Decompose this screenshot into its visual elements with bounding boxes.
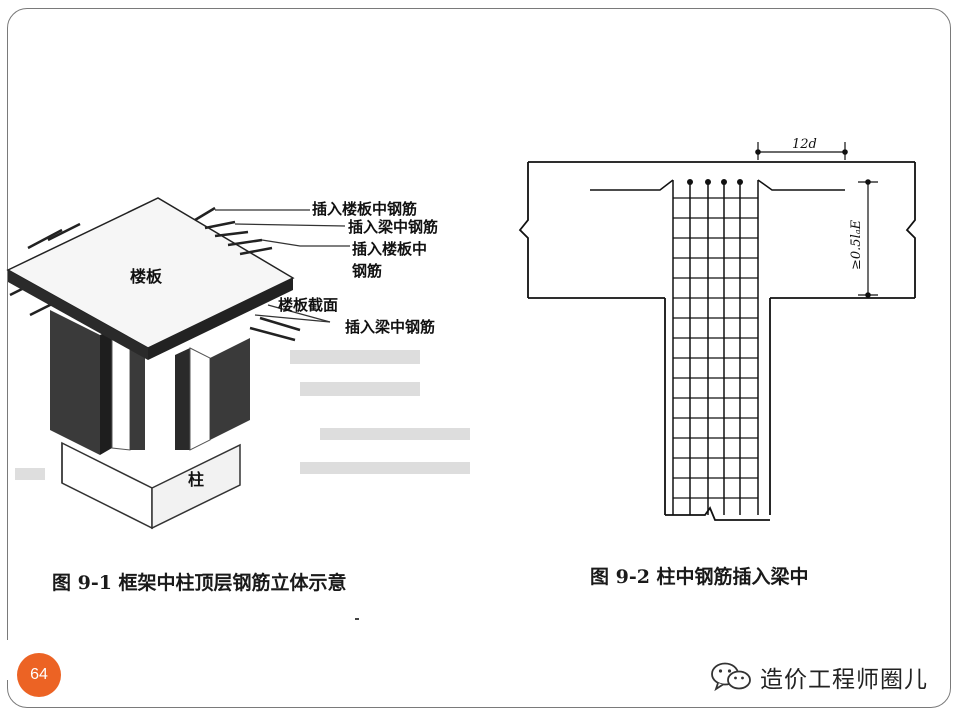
stirrups <box>673 197 758 499</box>
beam-right <box>175 338 250 451</box>
figure-9-1-diagram: 楼板 柱 插入楼板中钢筋 插入梁中钢筋 插入楼板中 钢筋 楼板截面 插入梁中钢筋 <box>6 197 470 530</box>
rebar-dots <box>687 179 743 185</box>
label-insert-slab-rebar-2b: 钢筋 <box>352 262 382 280</box>
dot-mark <box>355 618 359 620</box>
page-number-badge: 64 <box>17 653 61 697</box>
beam-outline <box>518 161 916 521</box>
wechat-icon <box>711 662 751 692</box>
rebars-upper <box>27 206 273 256</box>
figure-9-2-caption: 图 9-2 柱中钢筋插入梁中 <box>590 566 809 588</box>
beam-left <box>50 310 145 455</box>
label-insert-beam-rebar-bottom: 插入梁中钢筋 <box>345 318 435 336</box>
dim-anchor-label: ≥0.5lₐE <box>849 219 864 270</box>
label-column: 柱 <box>188 470 204 489</box>
label-insert-slab-rebar: 插入楼板中钢筋 <box>312 200 417 218</box>
column-rebar-cage <box>590 179 845 515</box>
label-slab-section: 楼板截面 <box>278 296 338 314</box>
label-insert-slab-rebar-2a: 插入楼板中 <box>352 240 427 258</box>
watermark: 造价工程师圈儿 <box>710 660 928 694</box>
dimension-anchor <box>858 179 878 298</box>
background-bleed <box>15 350 470 480</box>
label-insert-beam-rebar-top: 插入梁中钢筋 <box>348 218 438 236</box>
figure-9-1-caption: 图 9-1 框架中柱顶层钢筋立体示意 <box>52 572 347 594</box>
slide-frame <box>7 8 951 708</box>
label-slab: 楼板 <box>130 267 163 286</box>
page-number: 64 <box>30 666 48 683</box>
slab <box>6 197 295 360</box>
frame-gap <box>0 640 8 680</box>
dimension-12d <box>755 142 848 160</box>
leader-lines <box>215 209 350 323</box>
dim-12d-label: 12d <box>792 137 817 152</box>
figure-9-2-diagram: 12d ≥0.5lₐE <box>518 137 916 521</box>
watermark-text: 造价工程师圈儿 <box>760 667 928 693</box>
column-lower <box>61 441 241 530</box>
